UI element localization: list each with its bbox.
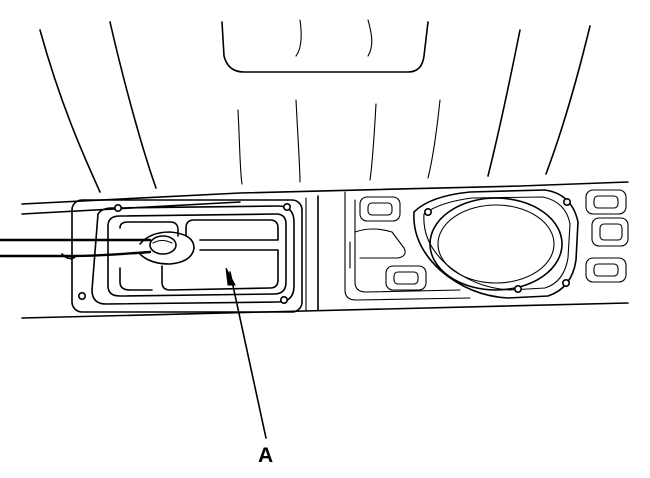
callout-leader (225, 267, 267, 439)
pry-tool (0, 231, 195, 265)
speaker-opening (413, 189, 579, 299)
access-cover (71, 199, 303, 313)
floor-panel (21, 181, 629, 319)
callout-label-a: A (258, 444, 274, 467)
seat-back-panel (39, 19, 591, 193)
floor-stampings (344, 189, 629, 301)
